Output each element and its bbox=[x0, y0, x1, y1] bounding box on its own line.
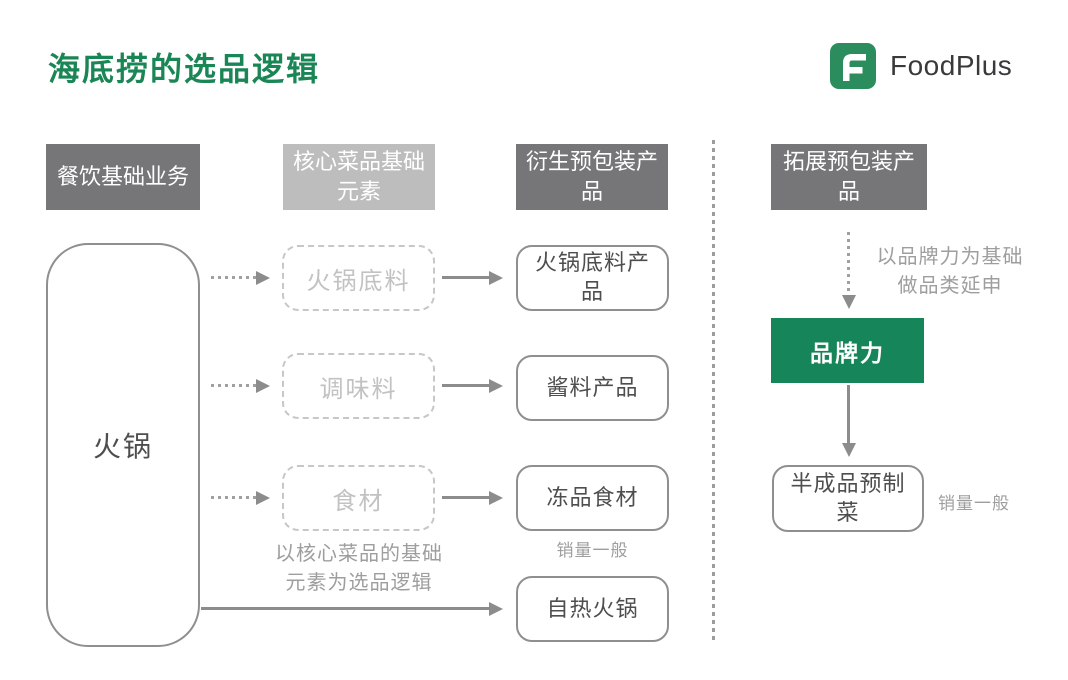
annotation-line2: 做品类延申 bbox=[897, 275, 1003, 297]
node-sauce-product: 酱料产品 bbox=[516, 355, 669, 421]
solid-arrow-head bbox=[489, 491, 503, 505]
solid-arrow-head-down bbox=[842, 443, 856, 457]
solid-arrow-line-down bbox=[847, 385, 850, 443]
column-header-derived-packaged: 衍生预包装产品 bbox=[516, 144, 668, 210]
semi-finished-sales-note: 销量一般 bbox=[938, 494, 1010, 513]
dotted-arrow-line bbox=[211, 496, 256, 499]
column-header-restaurant-base: 餐饮基础业务 bbox=[46, 144, 200, 210]
node-seasoning: 调味料 bbox=[282, 353, 435, 419]
core-elements-caption: 以核心菜品的基础 元素为选品逻辑 bbox=[268, 540, 450, 598]
column-header-core-elements: 核心菜品基础元素 bbox=[283, 144, 435, 210]
brand-name: FoodPlus bbox=[890, 50, 1013, 81]
dotted-arrow-line-down bbox=[847, 232, 850, 295]
solid-arrow-head bbox=[489, 271, 503, 285]
node-brand-power: 品牌力 bbox=[771, 318, 924, 383]
solid-arrow-line bbox=[442, 496, 489, 499]
section-divider bbox=[712, 140, 715, 640]
node-frozen-ingredients: 冻品食材 bbox=[516, 465, 669, 531]
dotted-arrow-line bbox=[211, 384, 256, 387]
expansion-annotation: 以品牌力为基础 做品类延申 bbox=[872, 243, 1028, 301]
dotted-arrow-head bbox=[256, 491, 270, 505]
solid-arrow-head bbox=[489, 379, 503, 393]
node-hotpot-soup-base: 火锅底料 bbox=[282, 245, 435, 311]
annotation-line1: 以品牌力为基础 bbox=[876, 246, 1024, 268]
dotted-arrow-head bbox=[256, 271, 270, 285]
node-semi-finished-dishes: 半成品预制菜 bbox=[772, 465, 924, 532]
caption-line1: 以核心菜品的基础 bbox=[275, 543, 443, 565]
solid-arrow-line bbox=[442, 276, 489, 279]
foodplus-logo-icon bbox=[830, 43, 876, 89]
solid-arrow-head bbox=[489, 602, 503, 616]
dotted-arrow-head bbox=[256, 379, 270, 393]
caption-line2: 元素为选品逻辑 bbox=[285, 572, 433, 594]
frozen-sales-note: 销量一般 bbox=[556, 541, 629, 560]
node-hotpot: 火锅 bbox=[46, 243, 200, 647]
node-self-heating-hotpot: 自热火锅 bbox=[516, 576, 669, 642]
solid-arrow-line-long bbox=[201, 607, 489, 610]
dotted-arrow-line bbox=[211, 276, 256, 279]
node-ingredients: 食材 bbox=[282, 465, 435, 531]
dotted-arrow-head-down bbox=[842, 295, 856, 309]
node-hotpot-base-product: 火锅底料产品 bbox=[516, 245, 669, 311]
page-title: 海底捞的选品逻辑 bbox=[48, 51, 321, 87]
column-header-expansion-packaged: 拓展预包装产品 bbox=[771, 144, 927, 210]
solid-arrow-line bbox=[442, 384, 489, 387]
